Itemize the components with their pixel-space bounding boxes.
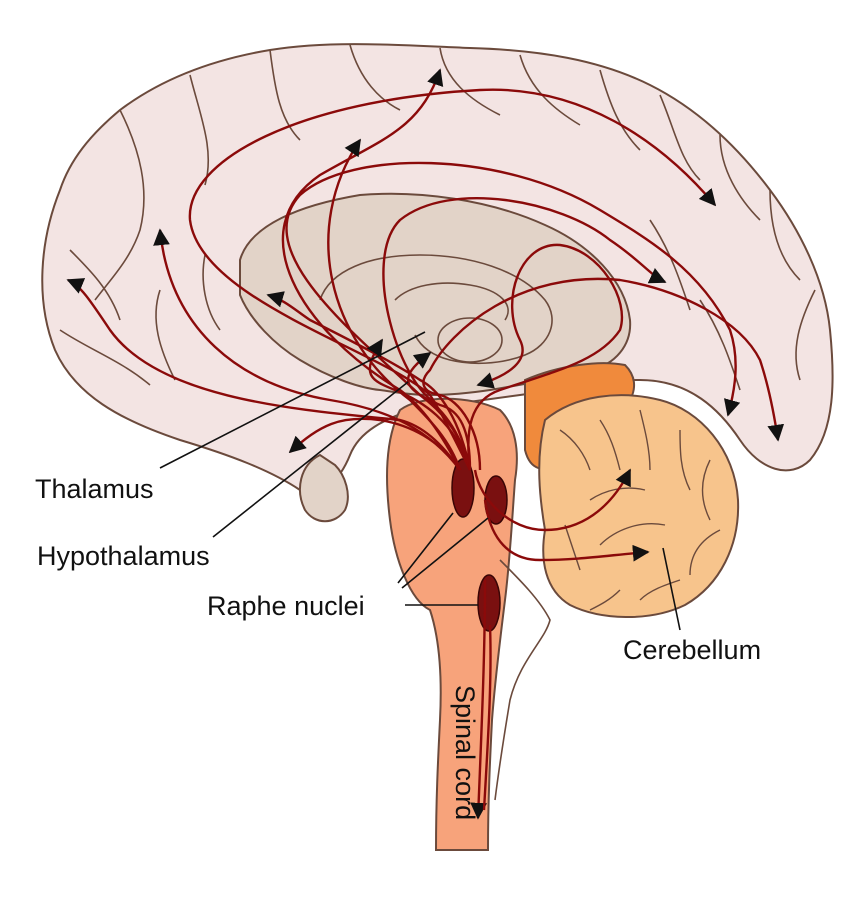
- cerebellum: [538, 394, 740, 618]
- raphe-nucleus: [451, 458, 475, 518]
- cerebellum-leader: [662, 547, 681, 631]
- raphe-leader-2: [401, 517, 489, 589]
- raphe-leader-1: [397, 512, 454, 584]
- raphe-nuclei-label: Raphe nuclei: [207, 591, 365, 621]
- leader-lines: [159, 331, 681, 631]
- hypothalamus-leader: [212, 381, 409, 538]
- spinal-cord-label: Spinal cord: [450, 685, 480, 820]
- thalamus-label: Thalamus: [35, 474, 154, 504]
- pituitary: [299, 453, 349, 523]
- hypothalamus-label: Hypothalamus: [37, 541, 210, 571]
- thalamus-body: [437, 317, 503, 363]
- serotonin-pathways: [66, 68, 785, 820]
- raphe-nuclei-group: [451, 458, 508, 632]
- thalamus-leader: [159, 331, 426, 469]
- brainstem: [386, 397, 518, 851]
- cerebellum-label: Cerebellum: [623, 635, 761, 665]
- raphe-nucleus: [477, 574, 501, 632]
- cerebellum-folia: [559, 409, 721, 611]
